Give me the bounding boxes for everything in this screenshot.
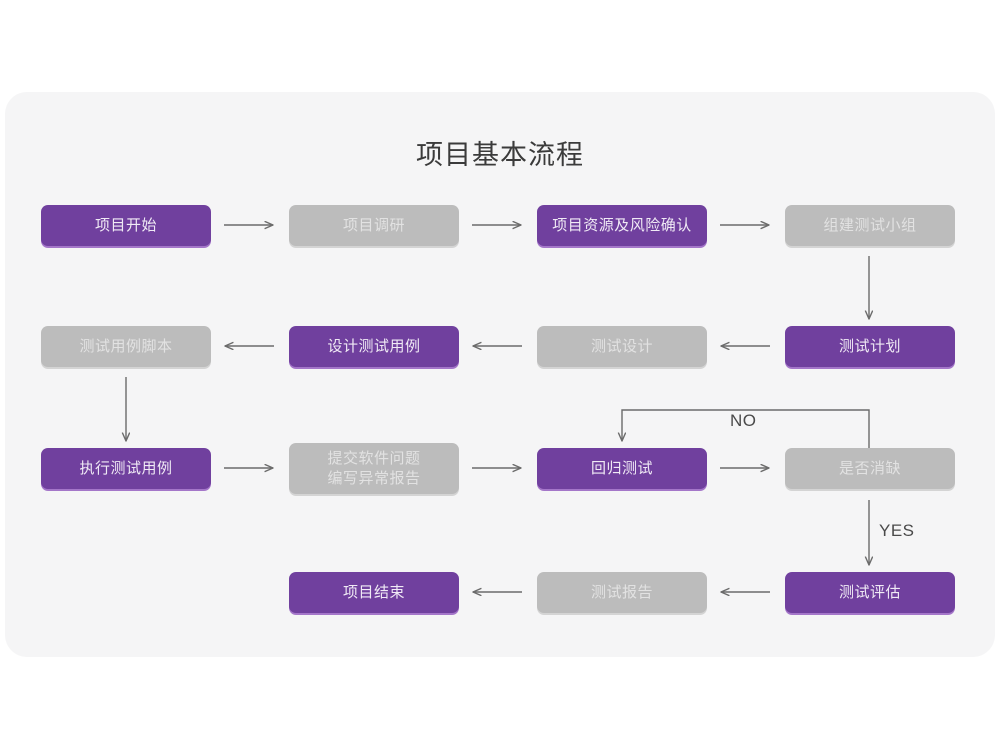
- node-test-case-scripts[interactable]: 测试用例脚本: [41, 326, 211, 367]
- node-defects-resolved-decision[interactable]: 是否消缺: [785, 448, 955, 489]
- node-label: 项目结束: [342, 583, 405, 601]
- node-label: 组建测试小组: [823, 216, 917, 234]
- node-label: 回归测试: [590, 459, 653, 477]
- node-label: 测试设计: [590, 337, 653, 355]
- node-form-test-team[interactable]: 组建测试小组: [785, 205, 955, 246]
- edge-label-no: NO: [730, 411, 757, 430]
- node-regression-test[interactable]: 回归测试: [537, 448, 707, 489]
- node-label: 测试用例脚本: [79, 337, 173, 355]
- node-project-end[interactable]: 项目结束: [289, 572, 459, 613]
- node-label: 测试报告: [590, 583, 653, 601]
- node-project-research[interactable]: 项目调研: [289, 205, 459, 246]
- node-label: 测试计划: [838, 337, 901, 355]
- node-execute-test-cases[interactable]: 执行测试用例: [41, 448, 211, 489]
- node-label: 项目调研: [342, 216, 405, 234]
- node-test-report[interactable]: 测试报告: [537, 572, 707, 613]
- node-label: 提交软件问题 编写异常报告: [327, 449, 421, 487]
- node-resource-risk-confirm[interactable]: 项目资源及风险确认: [537, 205, 707, 246]
- node-label: 项目开始: [94, 216, 157, 234]
- node-submit-issues-report[interactable]: 提交软件问题 编写异常报告: [289, 443, 459, 494]
- node-label: 设计测试用例: [327, 337, 421, 355]
- node-test-design[interactable]: 测试设计: [537, 326, 707, 367]
- node-test-evaluation[interactable]: 测试评估: [785, 572, 955, 613]
- node-label: 执行测试用例: [79, 459, 173, 477]
- node-test-plan[interactable]: 测试计划: [785, 326, 955, 367]
- page-title: 项目基本流程: [416, 140, 584, 170]
- node-design-test-cases[interactable]: 设计测试用例: [289, 326, 459, 367]
- edge-label-yes: YES: [879, 521, 915, 540]
- node-project-start[interactable]: 项目开始: [41, 205, 211, 246]
- node-label: 是否消缺: [838, 459, 901, 477]
- node-label: 项目资源及风险确认: [552, 216, 692, 234]
- node-label: 测试评估: [838, 583, 901, 601]
- flowchart-card: [5, 92, 995, 657]
